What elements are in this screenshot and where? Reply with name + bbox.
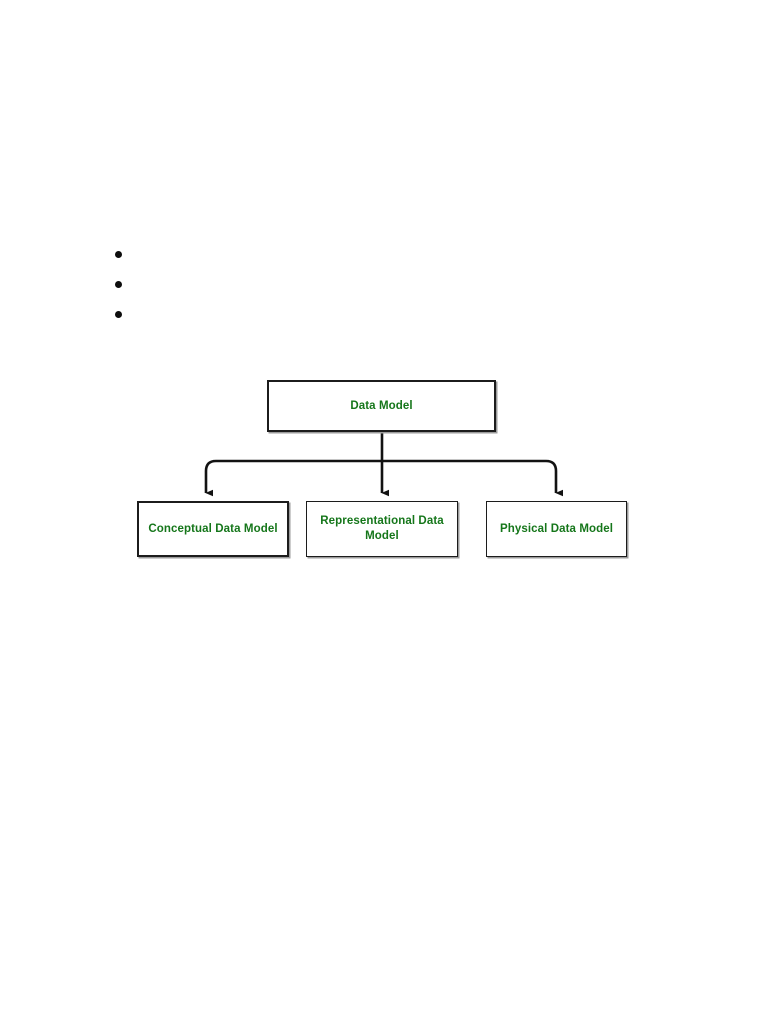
bullet-icon [115, 311, 122, 318]
bullet-list [110, 240, 530, 330]
node-label: Conceptual Data Model [148, 522, 278, 535]
list-item [110, 300, 530, 330]
list-item [110, 240, 530, 270]
node-data-model[interactable]: Data Model [267, 380, 496, 432]
node-representational-data-model[interactable]: Representational Data Model [306, 501, 458, 557]
bullet-icon [115, 251, 122, 258]
node-conceptual-data-model[interactable]: Conceptual Data Model [137, 501, 289, 557]
bullet-icon [115, 281, 122, 288]
node-label: Data Model [350, 399, 413, 412]
node-label: Representational Data Model [320, 515, 444, 542]
list-item [110, 270, 530, 300]
connector-right [382, 459, 564, 497]
connector-left [204, 459, 382, 497]
node-label: Physical Data Model [499, 522, 614, 535]
node-physical-data-model[interactable]: Physical Data Model [486, 501, 627, 557]
